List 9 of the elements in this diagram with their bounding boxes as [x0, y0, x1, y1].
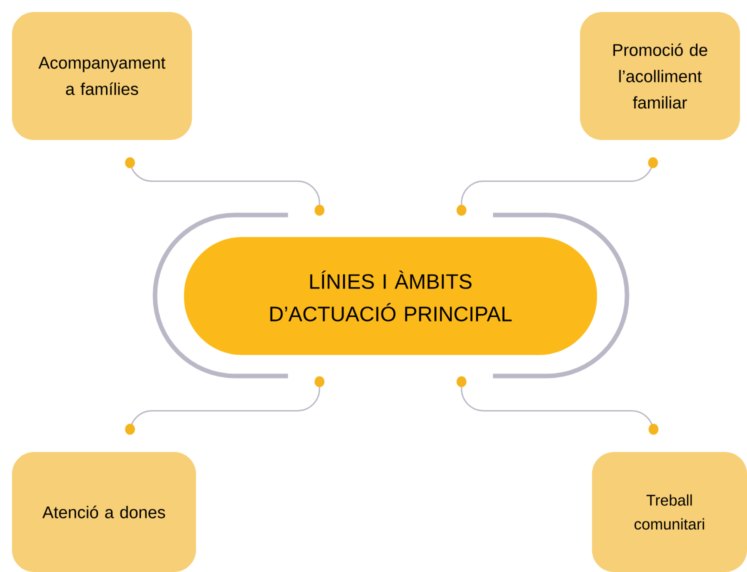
topic-box: Atenció a dones [12, 452, 196, 572]
topic-box: Treball comunitari [592, 452, 747, 572]
connector [456, 157, 658, 216]
connector [456, 376, 658, 435]
topic-box: Promoció de l’acolliment familiar [580, 12, 740, 140]
topic-box: Acompanyament a famílies [12, 12, 192, 140]
title-pill: LÍNIES I ÀMBITS D’ACTUACIÓ PRINCIPAL [184, 237, 597, 355]
connector [125, 376, 324, 435]
connector [125, 157, 324, 216]
